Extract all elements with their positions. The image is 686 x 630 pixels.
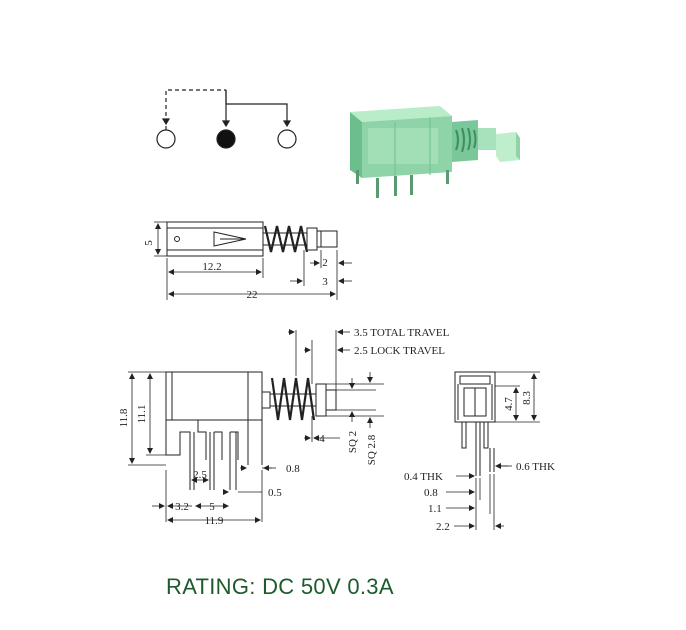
end-view-dimensions: [446, 371, 540, 530]
dim-length-3: 3: [322, 276, 328, 288]
dim-height-5: 5: [143, 240, 155, 246]
dim-thickness-0-6: 0.6 THK: [516, 461, 555, 473]
dim-pitch-2-5: 2.5: [193, 469, 207, 481]
dim-offset-3-2: 3.2: [175, 501, 189, 513]
dim-pitch-5: 5: [209, 501, 215, 513]
dim-height-11-8: 11.8: [118, 408, 130, 427]
switch-product-image: [350, 106, 520, 198]
dim-height-11-1: 11.1: [136, 405, 148, 424]
side-view-drawing: [166, 221, 338, 257]
dim-length-22: 22: [247, 289, 258, 301]
dim-pin-0-8: 0.8: [286, 463, 300, 475]
switch-schematic: [156, 89, 297, 149]
dim-width-4: 4: [319, 433, 325, 445]
dim-width-1-1: 1.1: [428, 503, 442, 515]
dim-width-2-2: 2.2: [436, 521, 450, 533]
dim-sq-2-8: SQ 2.8: [366, 434, 378, 465]
end-view-drawing: [454, 371, 496, 476]
dim-height-8-3: 8.3: [521, 391, 533, 405]
total-travel-label: 3.5 TOTAL TRAVEL: [354, 327, 450, 339]
front-view-dimensions: [128, 329, 384, 523]
side-view-dimensions: [154, 221, 352, 300]
front-view-drawing: [165, 371, 337, 490]
dim-sq-2: SQ 2: [347, 431, 359, 453]
dim-length-2: 2: [322, 257, 328, 269]
dim-width-11-9: 11.9: [205, 515, 224, 527]
rating-label: RATING: DC 50V 0.3A: [166, 574, 394, 599]
dim-pin-0-5: 0.5: [268, 487, 282, 499]
dim-length-12-2: 12.2: [202, 261, 221, 273]
dim-thickness-0-4: 0.4 THK: [404, 471, 443, 483]
dim-height-4-7: 4.7: [503, 397, 515, 411]
dim-width-0-8: 0.8: [424, 487, 438, 499]
lock-travel-label: 2.5 LOCK TRAVEL: [354, 345, 445, 357]
